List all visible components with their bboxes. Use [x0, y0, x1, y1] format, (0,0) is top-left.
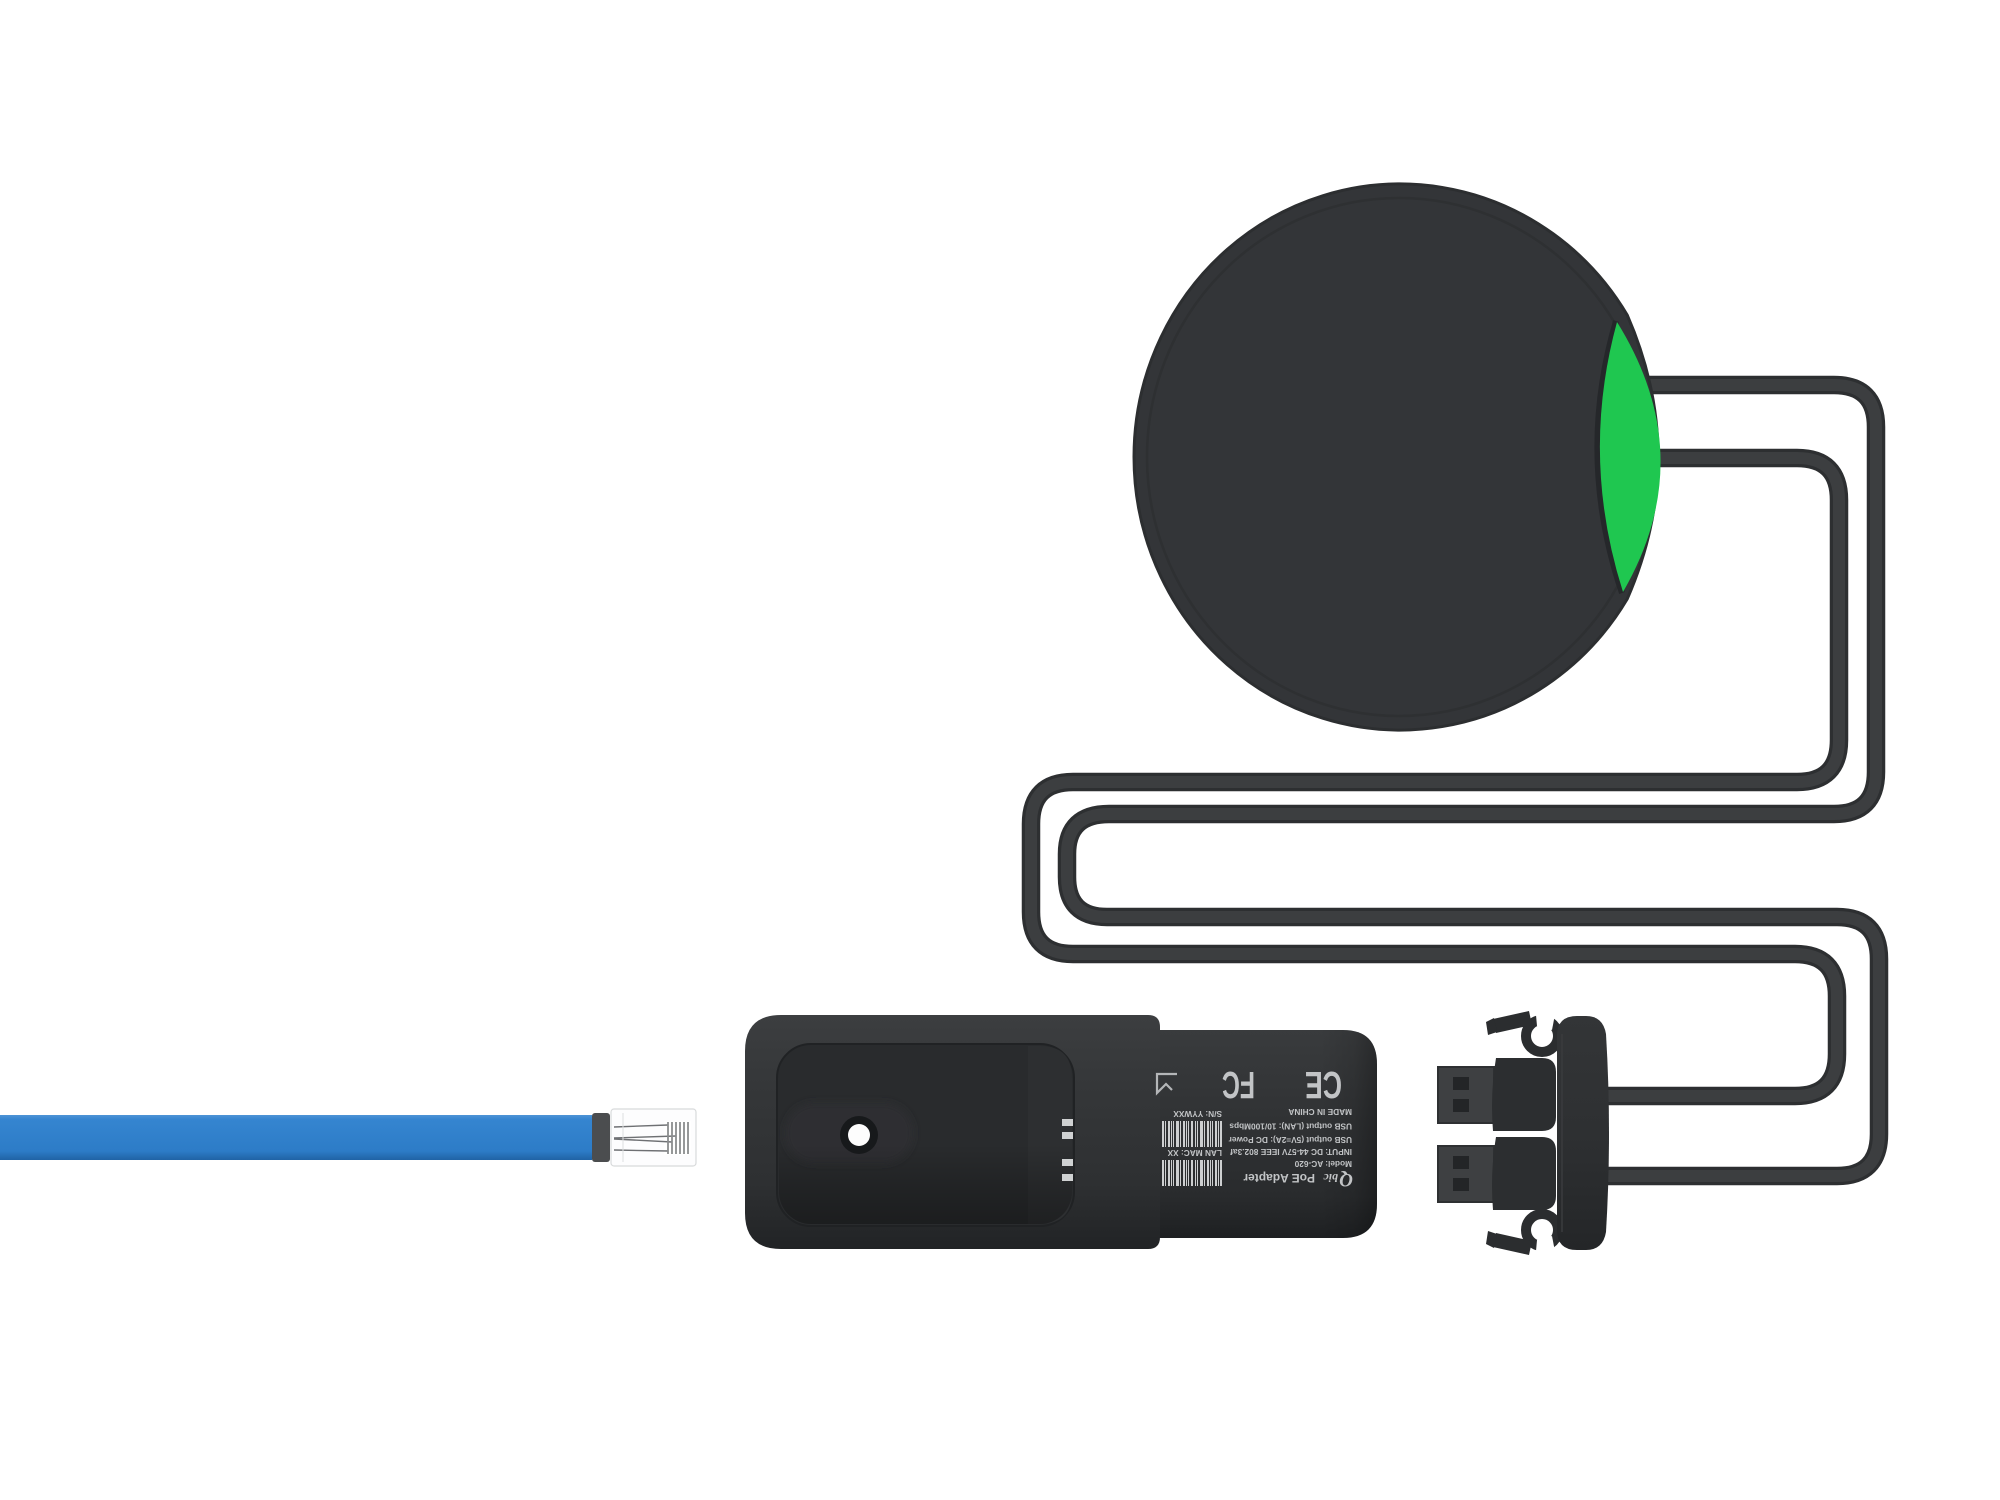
svg-text:USB output (5V=2A): DC Power: USB output (5V=2A): DC Power [1228, 1135, 1352, 1145]
svg-text:Model: AC-620: Model: AC-620 [1294, 1159, 1352, 1169]
svg-text:LAN MAC: XX: LAN MAC: XX [1167, 1148, 1222, 1158]
svg-text:USB output (LAN): 10/100Mbps: USB output (LAN): 10/100Mbps [1229, 1122, 1352, 1132]
svg-text:S/N: YYWXX: S/N: YYWXX [1173, 1109, 1222, 1119]
svg-text:FC: FC [1222, 1063, 1255, 1105]
svg-text:INPUT: DC 44-57V IEEE 802.3a: INPUT: DC 44-57V IEEE 802.3af [1230, 1147, 1352, 1157]
svg-text:MADE IN CHINA: MADE IN CHINA [1288, 1107, 1352, 1117]
svg-text:bic: bic [1323, 1171, 1338, 1185]
svg-text:Q: Q [1339, 1169, 1353, 1190]
svg-text:CE: CE [1305, 1063, 1342, 1105]
svg-text:PoE Adapter: PoE Adapter [1243, 1171, 1315, 1185]
